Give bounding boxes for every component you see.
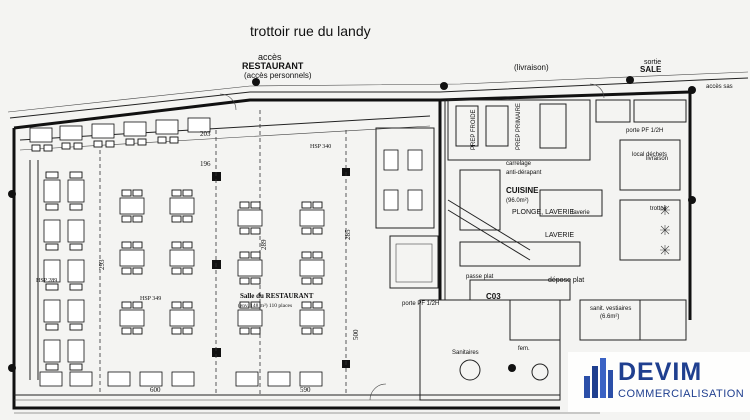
label-livraison: (livraison) xyxy=(514,63,549,72)
logo-sub: COMMERCIALISATION xyxy=(618,388,745,400)
label-passe-plat: passe plat xyxy=(466,274,494,280)
label-sale: SALE xyxy=(640,65,662,74)
ventilation-symbols xyxy=(660,205,670,255)
top-row-tables xyxy=(29,117,211,152)
left-seating xyxy=(43,171,85,371)
dim-label: 203 xyxy=(200,130,211,138)
label-cuisine-area: (96.0m²) xyxy=(506,198,529,204)
label-sanit: sanit. vestiaires xyxy=(590,306,631,312)
label-dechets: local déchets xyxy=(632,152,667,158)
dim-label: 196 xyxy=(200,160,211,168)
bottom-row-tables xyxy=(39,371,323,387)
label-sanitaires: Sanitaires xyxy=(452,350,479,356)
label-trottoir-r: trottoir xyxy=(650,206,667,212)
label-fem: fem. xyxy=(518,346,530,352)
label-salle: Salle du RESTAURANT xyxy=(240,292,314,300)
label-acces: accès xyxy=(258,52,282,62)
label-depose-plat: dépose plat xyxy=(548,277,584,284)
logo-brand: DEVIM xyxy=(618,358,703,386)
central-seating xyxy=(119,189,325,335)
label-hsp-mid: HSP 349 xyxy=(140,296,161,302)
label-sortie: sortie xyxy=(644,59,661,66)
label-porte-pf2: porte PF 1/2H xyxy=(626,128,663,134)
label-carrelage: carrelage xyxy=(506,161,532,167)
label-hsp-left: HSP 289 xyxy=(36,278,57,284)
dim-label: 285 xyxy=(344,229,352,240)
label-salle-sub: (env. 148 m²) 110 places xyxy=(238,302,292,309)
dim-label: 289 xyxy=(260,239,268,250)
label-acces-personnels: (accès personnels) xyxy=(244,71,312,80)
label-plonge: PLONGE, LAVERIE xyxy=(512,209,574,216)
sanitary-area xyxy=(419,299,687,401)
label-restaurant: RESTAURANT xyxy=(242,61,304,71)
label-hsp-top: HSP 340 xyxy=(310,144,331,150)
label-anti-derapant: anti-dérapant xyxy=(506,170,542,176)
label-c03: C03 xyxy=(486,292,501,301)
label-sanit-area: (6.6m²) xyxy=(600,314,619,320)
right-column-tables xyxy=(375,127,439,289)
dim-label: 293 xyxy=(98,259,106,270)
dim-label: 600 xyxy=(150,386,161,394)
devim-logo: DEVIM COMMERCIALISATION xyxy=(568,352,750,412)
dim-label: 500 xyxy=(352,329,360,340)
building-logo-icon xyxy=(584,358,613,398)
label-cuisine: CUISINE xyxy=(506,186,539,195)
label-prep-froide: PREP FROIDE xyxy=(471,109,477,150)
label-prep-primaire: PREP PRIMAIRE xyxy=(516,103,522,150)
dim-label: 590 xyxy=(300,386,311,394)
label-porte-pf: porte PF 1/2H xyxy=(402,301,439,307)
kitchen-area xyxy=(447,99,687,301)
street-label: trottoir rue du landy xyxy=(250,23,371,39)
label-laverie2: LAVERIE xyxy=(545,232,574,239)
label-acces-right: accès sas xyxy=(706,84,733,90)
label-laverie: laverie xyxy=(572,210,590,216)
label-livraison-r: livraison xyxy=(646,156,668,162)
